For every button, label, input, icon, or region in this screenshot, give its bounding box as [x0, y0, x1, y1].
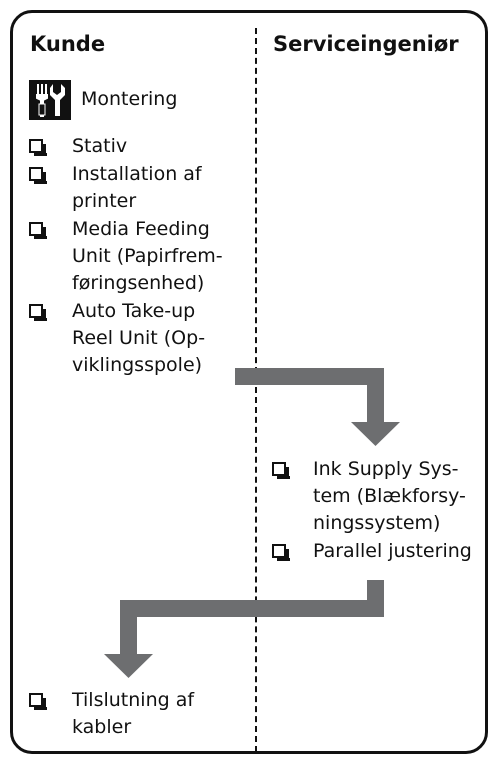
- task-label: ningssystem): [313, 512, 441, 534]
- task-label: føringsenhed): [72, 272, 205, 294]
- checkbox-icon[interactable]: [29, 304, 47, 321]
- task-label: Tilslutning af: [72, 689, 195, 711]
- task-label: kabler: [72, 716, 132, 738]
- checkbox-icon[interactable]: [29, 139, 47, 156]
- task-label: Unit (Papirfrem-: [72, 245, 223, 267]
- column-divider: [255, 28, 257, 752]
- task-label: printer: [72, 190, 137, 212]
- checkbox-icon[interactable]: [29, 693, 47, 710]
- task-label: tem (Blækforsy-: [313, 485, 466, 507]
- checkbox-icon[interactable]: [272, 462, 290, 479]
- checkbox-icon[interactable]: [29, 222, 47, 239]
- task-label: Stativ: [72, 135, 128, 157]
- task-label: Auto Take-up: [72, 300, 196, 322]
- checkbox-icon[interactable]: [29, 167, 47, 184]
- arrow-to-engineer: [235, 368, 400, 446]
- task-label: Ink Supply Sys-: [313, 458, 459, 480]
- section-label: Montering: [81, 88, 178, 110]
- arrow-to-customer: [104, 580, 384, 678]
- engineer-column-heading: Serviceingeniør: [273, 32, 459, 56]
- page-frame: [10, 10, 488, 754]
- task-label: Media Feeding: [72, 218, 210, 240]
- tools-icon: [29, 80, 71, 120]
- task-label: Installation af: [72, 163, 202, 185]
- checkbox-icon[interactable]: [272, 544, 290, 561]
- task-label: Reel Unit (Op-: [72, 327, 206, 349]
- task-label: viklingsspole): [72, 354, 203, 376]
- customer-column-heading: Kunde: [30, 32, 106, 56]
- task-label: Parallel justering: [313, 540, 472, 562]
